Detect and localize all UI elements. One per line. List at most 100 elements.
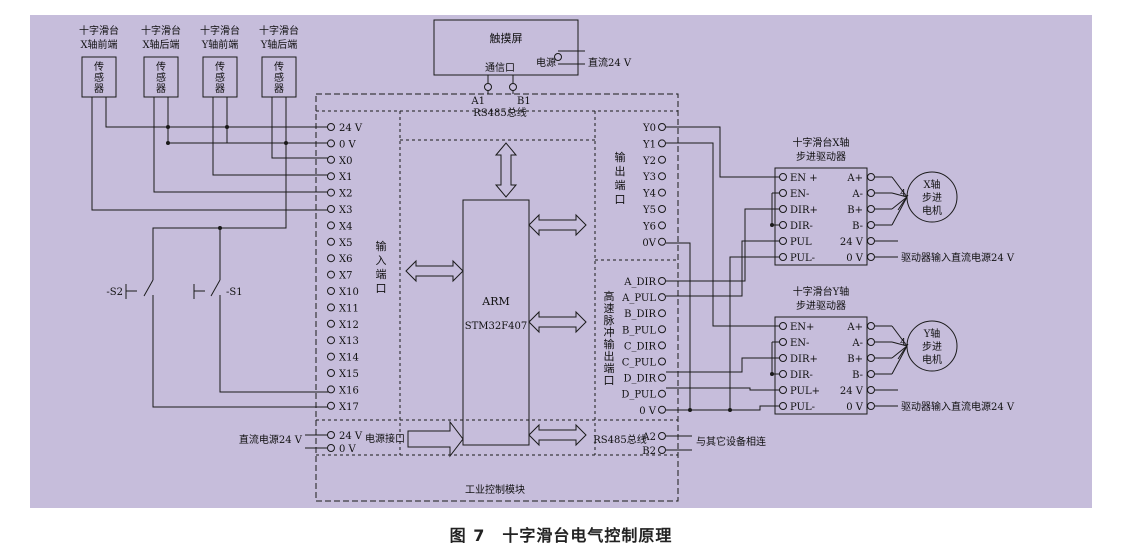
input-terminal [327,237,335,246]
input-pin-label: X16 [339,385,359,396]
sensor-body-char: 感 [215,71,225,84]
rs485-a2-terminal [658,432,666,440]
driver-left-pin: PUL+ [790,386,820,397]
input-terminal [327,123,335,131]
sensor-title: 十字滑台 [79,24,119,37]
pulse-terminal [658,405,666,414]
sensor-box-2 [143,56,179,98]
sensor-body-char: 器 [94,83,104,95]
pulse-pin-label: B_DIR [624,309,656,320]
svg-text:口: 口 [604,374,615,387]
wire-junction [688,408,692,412]
pulse-pin-label: A_PUL [621,293,656,304]
wire-junction [728,408,732,412]
driver-right-pin: A+ [846,173,863,184]
output-pin-label: Y2 [642,156,656,167]
input-terminal [327,188,335,197]
svg-text:冲: 冲 [604,325,615,339]
sensor-axis-label: Y轴前端 [201,38,239,51]
svg-text:脉: 脉 [604,313,615,327]
driver-input-terminal [779,173,787,181]
output-terminal [658,237,666,246]
cpu-name: ARM [481,295,510,308]
input-pin-label: X14 [339,353,359,364]
output-terminal [658,172,666,181]
driver-right-pin: B- [852,221,863,232]
module-label: 工业控制模块 [465,483,525,496]
driver-left-pin: DIR- [790,221,813,232]
input-pin-label: X17 [339,402,359,413]
driver-right-pin: A- [851,338,863,349]
wire-junction [166,125,170,129]
driver-input-terminal [779,221,787,229]
control-schematic: 十字滑台X轴前端传感器十字滑台X轴后端传感器十字滑台Y轴前端传感器十字滑台Y轴后… [30,15,1092,508]
input-terminal [327,385,335,394]
driver-left-pin: DIR+ [790,354,818,365]
output-pin-label: Y1 [642,139,656,150]
driver-wire-count: 4 [900,338,906,348]
sensor-body-char: 传 [156,61,166,73]
input-terminal [327,139,335,148]
input-pin-label: X13 [339,336,359,347]
pulse-terminal [658,357,666,366]
svg-text:输: 输 [376,239,387,253]
driver-output-terminal [867,402,875,410]
driver-output-terminal [867,173,875,181]
output-pin-label: Y0 [642,123,656,134]
sensor-body-char: 传 [274,61,284,73]
input-pin-label: X7 [339,271,352,282]
input-pin-label: X11 [339,303,359,314]
rs485-b1-terminal [509,83,517,91]
driver-output-terminal [867,386,875,394]
wire-junction [770,372,774,376]
sensor-body-char: 感 [274,71,284,84]
power-0v-label: 0 V [339,444,357,455]
svg-text:出: 出 [615,164,626,178]
driver-right-pin: B+ [847,205,863,216]
output-terminal [658,139,666,148]
input-terminal [327,205,335,213]
power-24v-terminal [327,431,335,439]
motor-label: 电机 [922,353,942,366]
input-terminal [327,155,335,164]
driver-right-pin: 24 V [840,237,864,248]
pulse-pin-label: D_PUL [621,390,656,401]
pulse-pin-label: B_PUL [622,325,656,336]
pulse-arrow [528,310,587,334]
driver-supply-label: 驱动器输入直流电源24 V [901,251,1015,264]
switch-s2-label: -S2 [106,287,123,298]
driver-left-pin: PUL- [790,402,815,413]
driver-right-pin: A- [851,189,863,200]
input-pin-label: X10 [339,287,359,298]
power-arrow [407,420,464,458]
input-arrow [405,259,464,283]
sensor-axis-label: X轴后端 [142,38,179,51]
input-terminal [327,221,335,230]
svg-text:速: 速 [604,302,615,315]
output-pin-label: 0V [642,238,656,249]
driver-wire-count: 4 [900,189,906,199]
output-terminal [658,205,666,213]
output-pin-label: Y5 [642,205,656,216]
driver-input-terminal [779,402,787,410]
touchscreen-power-terminal [554,53,562,61]
motor-label: 步进 [922,192,942,204]
pulse-pin-label: C_PUL [622,358,657,369]
touchscreen-comm-port: 通信口 [485,62,515,74]
rs485-arrow [528,423,587,447]
input-pin-label: X3 [339,205,352,216]
pulse-pin-label: A_DIR [623,277,656,288]
output-terminal [658,221,666,230]
driver-title: 十字滑台X轴 [792,136,849,149]
pulse-terminal [658,389,666,398]
pulse-terminal [658,341,666,350]
sensor-body-char: 器 [215,83,225,95]
driver-output-terminal [867,370,875,378]
svg-text:口: 口 [615,193,626,206]
pulse-pin-label: D_DIR [623,374,656,385]
wire-junction [284,141,288,145]
input-terminal [327,172,335,181]
sensor-body-char: 传 [215,61,225,73]
driver-input-terminal [779,386,787,394]
